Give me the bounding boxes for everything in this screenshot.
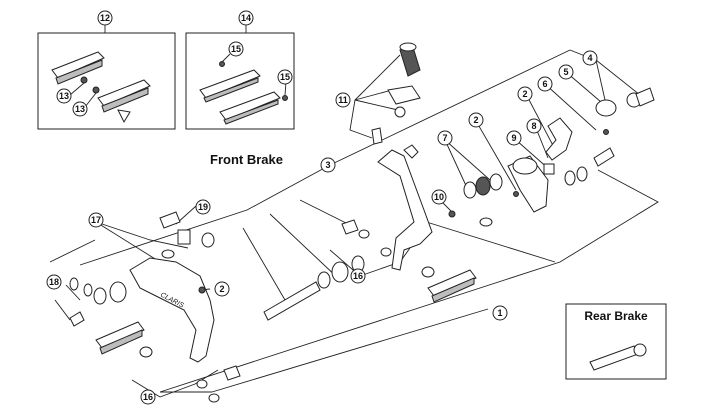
callout-3: 3 [320,157,336,173]
front-brake-assembly [263,42,655,321]
svg-text:15: 15 [231,44,241,54]
callout-19: 19 [195,199,211,215]
svg-text:7: 7 [442,133,447,143]
svg-text:2: 2 [219,284,224,294]
callout-15: 15 [228,41,244,57]
callout-2: 2 [214,281,230,297]
callout-1: 1 [492,305,508,321]
callout-5: 5 [558,64,574,80]
shoe-fixing-bolt-front [341,210,456,239]
nut-top-right [595,87,655,117]
quick-release-lever [371,85,421,145]
callout-15: 15 [277,69,293,85]
rear-mounting-bolt [589,343,647,371]
svg-text:2: 2 [522,89,527,99]
svg-text:16: 16 [143,392,153,402]
callout-9: 9 [506,130,522,146]
svg-text:13: 13 [59,91,69,101]
callout-14: 14 [238,10,254,26]
shoe-fixing-bolt-left [196,365,241,403]
svg-text:14: 14 [241,13,251,23]
svg-text:18: 18 [49,277,59,287]
callout-17: 17 [88,212,104,228]
adjusting-barrel [399,42,421,77]
svg-text:6: 6 [542,79,547,89]
svg-text:15: 15 [280,72,290,82]
front-mounting-bolt [263,247,392,321]
leader-lines [49,49,659,398]
rear-brake-label: Rear Brake [584,309,648,323]
spring [545,117,573,161]
svg-text:17: 17 [91,215,101,225]
svg-text:12: 12 [100,13,110,23]
svg-text:16: 16 [353,271,363,281]
svg-text:2: 2 [473,115,478,125]
caliper-assembly-left: CLARIS [69,211,241,403]
svg-text:3: 3 [325,160,330,170]
svg-text:8: 8 [531,121,536,131]
callout-13: 13 [56,88,72,104]
svg-text:9: 9 [511,133,516,143]
brake-shoe-right [92,79,151,124]
callout-2: 2 [517,86,533,102]
callout-16: 16 [140,389,156,405]
svg-text:1: 1 [497,308,502,318]
front-brake-shoe [421,266,477,303]
front-brake-label: Front Brake [210,152,283,167]
callout-13: 13 [72,101,88,117]
callout-4: 4 [582,50,598,66]
svg-text:4: 4 [587,53,592,63]
callout-16: 16 [350,268,366,284]
shoe-pad-left [199,69,261,103]
caliper-arm-left: CLARIS [129,257,215,363]
callout-18: 18 [46,274,62,290]
svg-text:5: 5 [563,67,568,77]
left-brake-shoe [95,321,153,358]
front-caliper-arm [377,144,433,271]
svg-text:13: 13 [75,104,85,114]
svg-text:10: 10 [434,192,444,202]
brake-shoe-left [51,51,105,85]
inset-brake-shoe-set [37,24,176,130]
callout-7: 7 [437,130,453,146]
svg-text:11: 11 [338,95,348,105]
callout-11: 11 [335,92,351,108]
callout-2: 2 [468,112,484,128]
shoe-pad-right [219,91,281,125]
cable-anchor [159,211,215,248]
inset-rear-brake: Rear Brake [565,303,667,380]
callout-12: 12 [97,10,113,26]
svg-text:19: 19 [198,202,208,212]
pivot-bolt [593,147,615,167]
callout-6: 6 [537,76,553,92]
front-pivot-arm [507,155,549,213]
callout-8: 8 [526,118,542,134]
callout-10: 10 [431,189,447,205]
